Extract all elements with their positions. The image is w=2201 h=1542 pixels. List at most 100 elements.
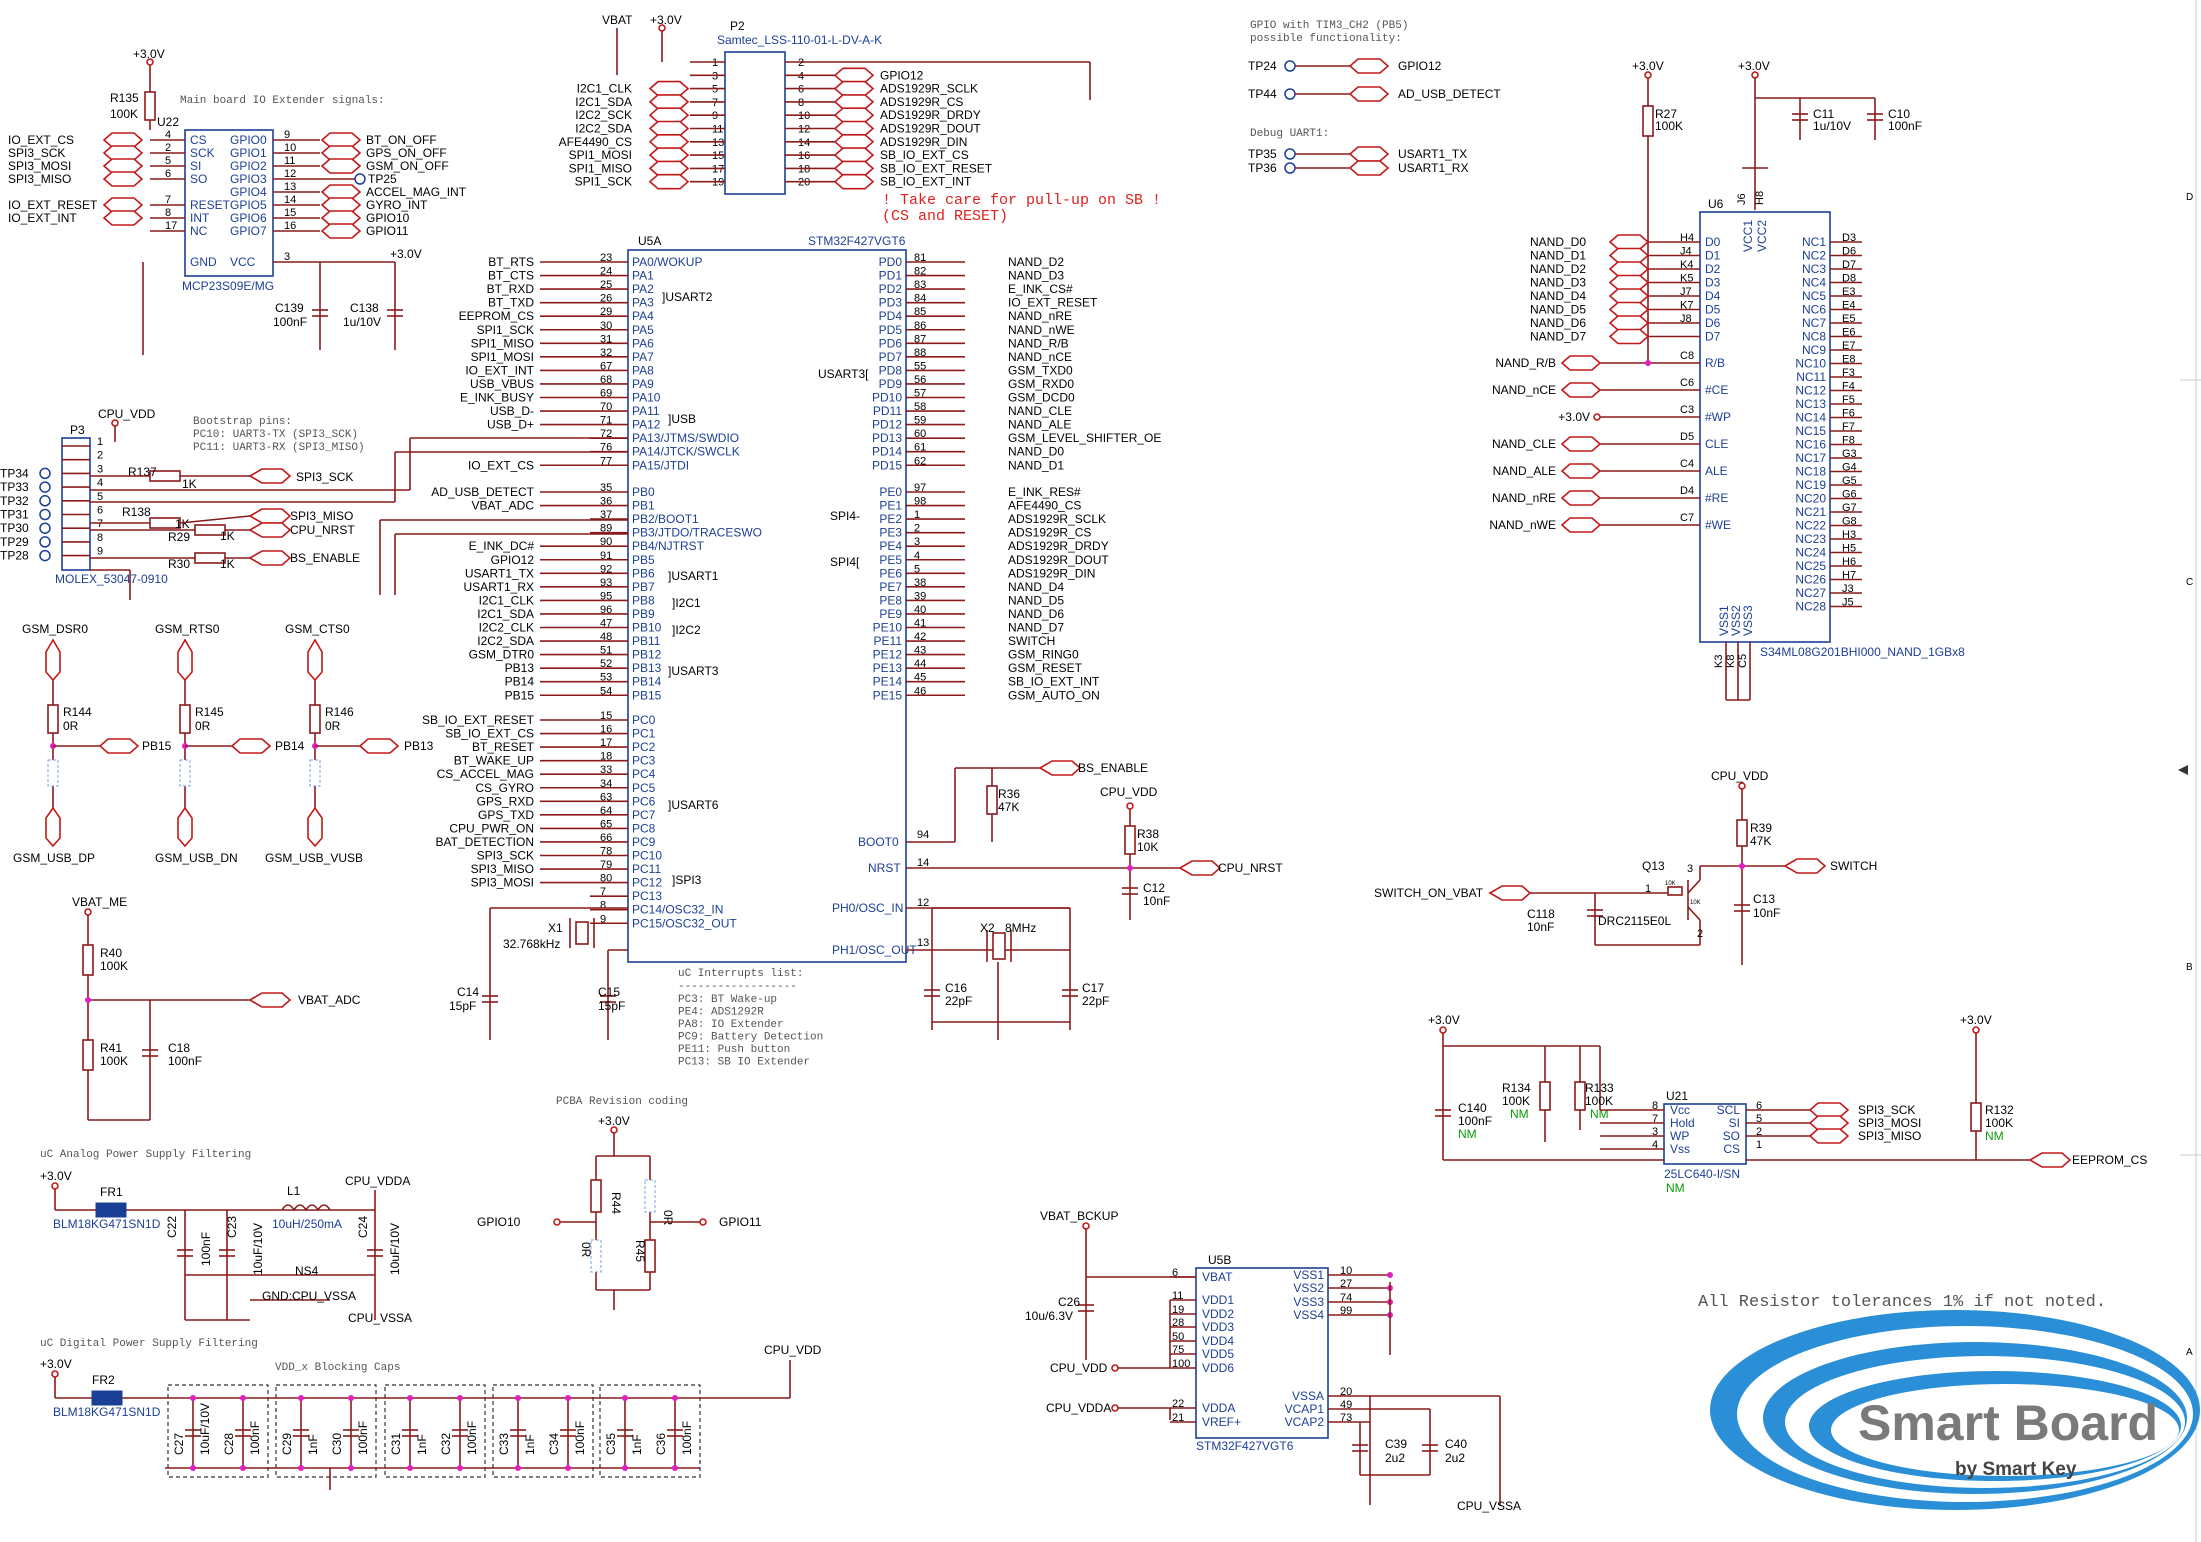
c24-val: 10uF/10V: [388, 1223, 402, 1275]
p2-vcc: +3.0V: [650, 13, 682, 27]
q13-p3: 3: [1687, 863, 1693, 875]
r41-val: 100K: [100, 1054, 128, 1068]
p2-right-net: SB_IO_EXT_INT: [880, 175, 972, 189]
u6-nc-num: E7: [1842, 340, 1855, 352]
u5a-pin-name: PA2: [632, 282, 654, 296]
u5a-right-net: ADS1929R_DIN: [1008, 566, 1095, 580]
u5a-pin-name: PB8: [632, 593, 655, 607]
digital-cap-ref: C36: [654, 1433, 668, 1455]
u5a-left-net: I2C2_CLK: [479, 621, 534, 635]
p3-pin-num: 2: [97, 450, 103, 462]
u5a-pin-name: PD1: [879, 269, 903, 283]
u21-net: SPI3_MISO: [1858, 1129, 1921, 1143]
digital-cap-val: 100nF: [356, 1421, 370, 1455]
cpu-nrst-net: CPU_NRST: [1218, 861, 1283, 875]
digital-cap-val: 100nF: [465, 1421, 479, 1455]
net-port: [1348, 58, 1390, 74]
u5a-pin-name: PE8: [879, 593, 902, 607]
u22-left-net: IO_EXT_RESET: [8, 198, 98, 212]
u5a-pin-name: PD15: [872, 458, 902, 472]
u6-nc-num: H3: [1842, 529, 1856, 541]
u5b-pin-num: 49: [1340, 1399, 1352, 1411]
digital-cap-ref: C33: [497, 1433, 511, 1455]
intr-sep: ------------------: [678, 981, 797, 993]
u5a-pin-num: 1: [914, 509, 920, 521]
gsm-top-net: GSM_DSR0: [22, 622, 88, 636]
x2-val: 8MHz: [1005, 921, 1036, 935]
u5a-right-net: NAND_D2: [1008, 255, 1064, 269]
u5a-left-net: VBAT_ADC: [472, 499, 535, 513]
group-spi3: ]SPI3: [672, 873, 702, 887]
u6-nc-name: NC25: [1795, 559, 1826, 573]
u6-nc-num: J5: [1842, 597, 1854, 609]
gsm-bottom-net: GSM_USB_DN: [155, 851, 238, 865]
u5a-ref: U5A: [638, 234, 661, 248]
p3-pin-num: 4: [97, 477, 103, 489]
u21-pin-name: Vcc: [1670, 1103, 1690, 1117]
u5a-pin-num: 59: [914, 415, 926, 427]
u5a-pin-num: 68: [600, 374, 612, 386]
gsm-bottom-port: [307, 806, 323, 848]
u6-nc-name: NC14: [1795, 411, 1826, 425]
net-port: [833, 94, 875, 110]
net-port: [833, 173, 875, 190]
u5b-pin-name: VDD3: [1202, 1320, 1234, 1334]
junction-dot: [457, 1465, 463, 1471]
junction-dot: [298, 1395, 304, 1401]
u5a-left-net: SB_IO_EXT_RESET: [422, 713, 535, 727]
x2-ref: X2: [980, 921, 995, 935]
u5a-pin-name: PA5: [632, 323, 654, 337]
u5a-pin-num: 42: [914, 631, 926, 643]
u6-pin-name: R/B: [1705, 356, 1725, 370]
test-points-top: GPIO with TIM3_CH2 (PB5) possible functi…: [1248, 20, 1501, 176]
group-i2c2: ]I2C2: [672, 623, 701, 637]
u5b-pin-num: 50: [1172, 1331, 1184, 1343]
net-port: [648, 147, 690, 163]
u5a-left-net: IO_EXT_INT: [465, 363, 534, 377]
c118-val: 10nF: [1527, 920, 1554, 934]
c22-val: 100nF: [199, 1232, 213, 1266]
u5a-right-net: IO_EXT_RESET: [1008, 296, 1098, 310]
u5a-pin-num: 53: [600, 672, 612, 684]
u5a-pin-name: PB1: [632, 499, 655, 513]
u6-pin-num: D4: [1680, 485, 1694, 497]
c16-val: 22pF: [945, 994, 972, 1008]
u6-nc-num: E5: [1842, 313, 1855, 325]
u5a-pin-num: 43: [914, 645, 926, 657]
group-usb: ]USB: [668, 412, 696, 426]
p2-left-net: AFE4490_CS: [559, 135, 632, 149]
interrupt-item: PE11: Push button: [678, 1044, 790, 1056]
u5a-pin-name: PD12: [872, 418, 902, 432]
u5a-pin-num: 47: [600, 618, 612, 630]
u5a-left-net: PB13: [505, 661, 535, 675]
group-usart3: ]USART3: [668, 664, 719, 678]
digital-cap-ref: C30: [330, 1433, 344, 1455]
u5a-left-net: USART1_TX: [465, 566, 534, 580]
p2-pin-num: 15: [712, 150, 724, 162]
digital-cap-ref: C29: [280, 1433, 294, 1455]
c15-ref: C15: [598, 985, 620, 999]
digital-cap-val: 100nF: [573, 1421, 587, 1455]
r38-val: 10K: [1137, 840, 1158, 854]
tp-circle: [39, 481, 51, 493]
u6-nc-num: E6: [1842, 327, 1855, 339]
u5a-pin-name: PE10: [873, 621, 903, 635]
u5a-right-net: NAND_ALE: [1008, 418, 1071, 432]
u5a-right-net: NAND_D3: [1008, 269, 1064, 283]
junction-dot: [622, 1395, 628, 1401]
crystals: X1 32.768kHz C14 15pF C15 15pF X2 8MHz C…: [449, 907, 1109, 1040]
u5a-pin-name: PA6: [632, 336, 654, 350]
net-port: [1608, 261, 1650, 277]
nrst-num: 14: [917, 857, 929, 869]
u6-ctrl-net: NAND_nCE: [1492, 383, 1556, 397]
u5a-right-net: SB_IO_EXT_INT: [1008, 675, 1100, 689]
u5a-pin-name: PC13: [632, 889, 662, 903]
u5a-pin-name: PD5: [879, 323, 903, 337]
p3-tp-label: TP32: [0, 494, 29, 508]
u5a-pin-num: 57: [914, 388, 926, 400]
u6-nc-name: NC11: [1796, 370, 1826, 384]
tp-circle: [1284, 60, 1296, 72]
u5a-pin-num: 5: [914, 563, 920, 575]
r44-ref: R44: [609, 1192, 623, 1214]
u5a-left-net: I2C2_SDA: [477, 634, 534, 648]
